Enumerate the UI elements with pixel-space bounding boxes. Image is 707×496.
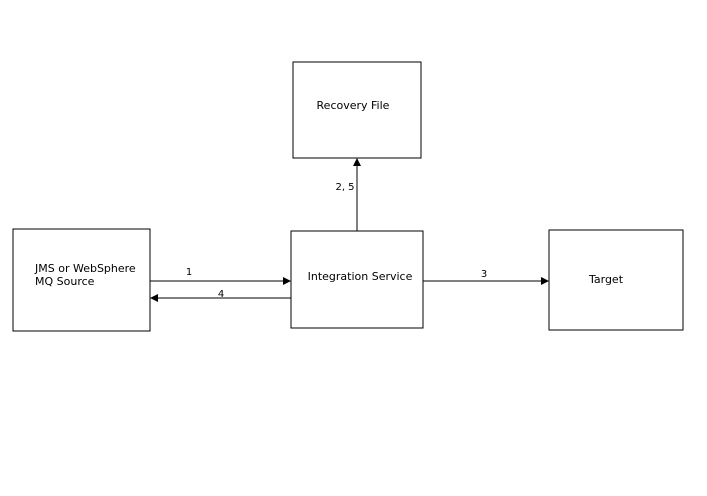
edge-source-to-integration: 1 bbox=[150, 267, 291, 285]
mq-source-node[interactable]: JMS or WebSphere MQ Source bbox=[12, 228, 151, 332]
recovery-file-node[interactable]: Recovery File bbox=[292, 61, 422, 159]
mq-source-label-line1: JMS or WebSphere bbox=[34, 262, 136, 275]
edge-label-4: 4 bbox=[218, 289, 224, 300]
edge-label-1: 1 bbox=[186, 267, 192, 278]
integration-service-label: Integration Service bbox=[308, 270, 413, 283]
integration-service-node[interactable]: Integration Service bbox=[290, 230, 424, 329]
edge-label-2-5: 2, 5 bbox=[335, 182, 354, 193]
mq-source-label-line2: MQ Source bbox=[35, 275, 95, 288]
edge-label-3: 3 bbox=[481, 269, 487, 280]
recovery-file-label: Recovery File bbox=[317, 99, 390, 112]
recovery-file-box bbox=[292, 61, 422, 159]
mq-source-box bbox=[12, 228, 151, 332]
target-node[interactable]: Target bbox=[548, 229, 684, 331]
edge-integration-to-recovery: 2, 5 bbox=[335, 158, 361, 231]
edge-integration-to-target: 3 bbox=[423, 269, 549, 285]
target-box bbox=[548, 229, 684, 331]
edge-integration-to-source: 4 bbox=[150, 289, 291, 302]
target-label: Target bbox=[588, 273, 624, 286]
